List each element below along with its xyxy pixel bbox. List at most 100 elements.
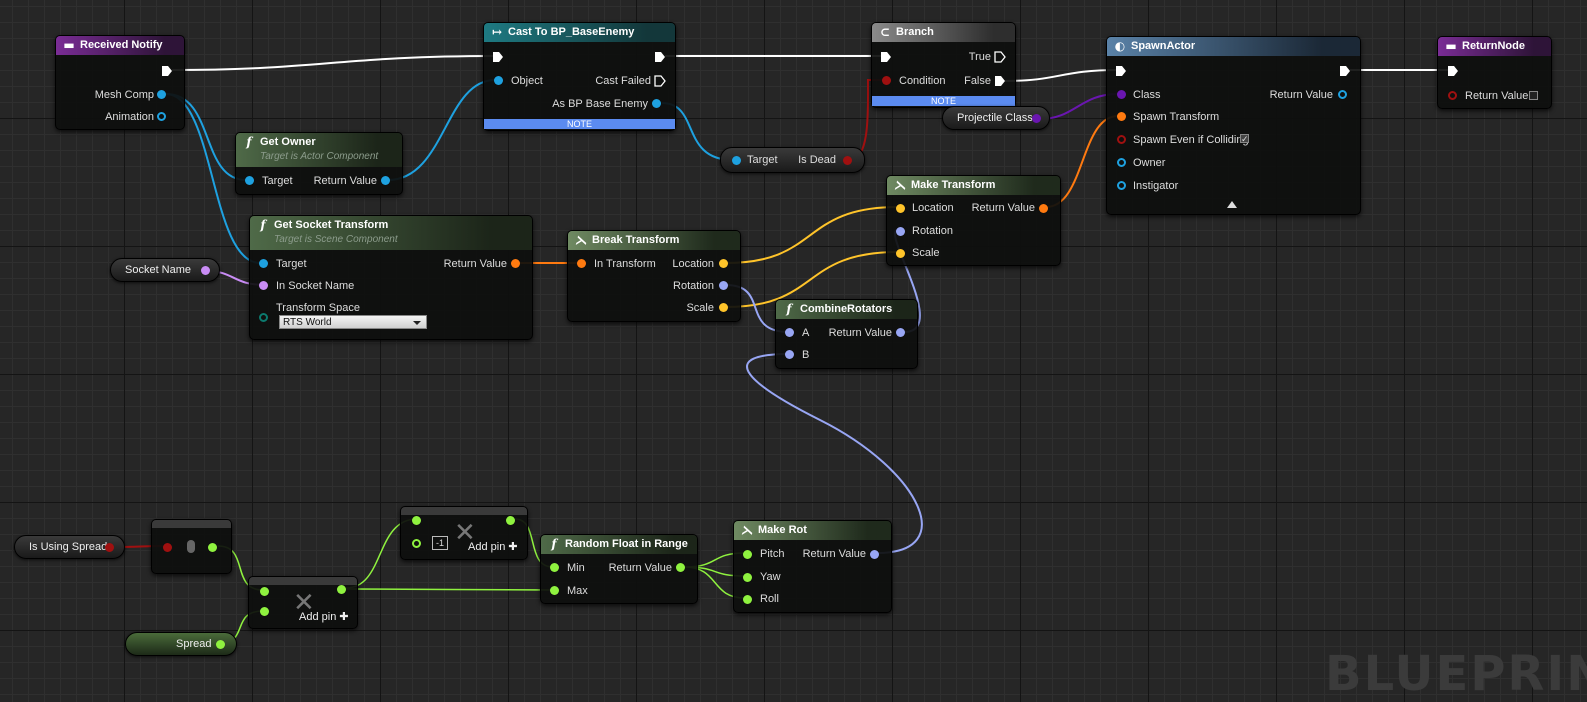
float-pin[interactable] [260, 587, 269, 596]
node-return[interactable]: ▬ReturnNode Return Value [1437, 36, 1552, 109]
wire-exec [171, 55, 496, 71]
node-note[interactable]: NOTE [484, 119, 675, 129]
class-pin[interactable] [1117, 90, 1126, 99]
float-pin[interactable] [337, 585, 346, 594]
vector-pin[interactable] [896, 249, 905, 258]
node-note[interactable]: NOTE [872, 96, 1015, 106]
node-branch[interactable]: ⊂Branch True Condition False NOTE [871, 22, 1016, 108]
exec-in-pin[interactable] [1115, 65, 1127, 77]
bool-pin[interactable] [843, 156, 852, 165]
add-pin-button[interactable]: Add pin ✚ [299, 611, 349, 623]
float-pin[interactable] [676, 563, 685, 572]
node-multiply-top[interactable]: -1 ✕ Add pin ✚ [400, 506, 528, 560]
object-pin[interactable] [732, 156, 741, 165]
branch-icon: ⊂ [879, 25, 891, 39]
return-value-checkbox[interactable] [1529, 91, 1538, 100]
node-break-transform[interactable]: ⋋Break Transform In Transform Location R… [567, 230, 741, 322]
object-pin[interactable] [259, 259, 268, 268]
class-pin[interactable] [1032, 114, 1041, 123]
pin-label: Object [511, 75, 543, 87]
exec-out-pin[interactable] [994, 75, 1006, 87]
rotator-pin[interactable] [896, 328, 905, 337]
float-pin[interactable] [216, 640, 225, 649]
exec-in-pin[interactable] [492, 51, 504, 63]
node-cast-to-enemy[interactable]: ↦Cast To BP_BaseEnemy Object Cast Failed… [483, 22, 676, 131]
float-pin[interactable] [743, 595, 752, 604]
object-pin[interactable] [157, 112, 166, 121]
transform-space-dropdown[interactable]: RTS World [279, 315, 427, 329]
object-pin[interactable] [1338, 90, 1347, 99]
bool-pin[interactable] [1448, 91, 1457, 100]
pin-label: Return Value [1269, 89, 1333, 101]
exec-out-pin[interactable] [994, 51, 1006, 63]
transform-pin[interactable] [511, 259, 520, 268]
bool-pin[interactable] [105, 543, 114, 552]
multiply-value-input[interactable]: -1 [432, 536, 448, 550]
exec-out-pin[interactable] [654, 75, 666, 87]
node-multiply-bottom[interactable]: ✕ Add pin ✚ [248, 576, 358, 629]
float-pin[interactable] [743, 573, 752, 582]
var-projectile-class[interactable]: Projectile Class [942, 106, 1050, 130]
rotator-pin[interactable] [785, 350, 794, 359]
spawn-even-checkbox[interactable]: ✓ [1240, 134, 1249, 144]
bool-pin[interactable] [163, 543, 172, 552]
float-pin[interactable] [260, 607, 269, 616]
float-pin[interactable] [412, 539, 421, 548]
object-pin[interactable] [494, 76, 503, 85]
rotator-pin[interactable] [870, 550, 879, 559]
var-label: Projectile Class [957, 112, 1033, 124]
add-pin-button[interactable]: Add pin ✚ [468, 541, 518, 553]
node-make-rot[interactable]: ⋋Make Rot Pitch Return Value Yaw Roll [733, 520, 892, 613]
rotator-pin[interactable] [896, 227, 905, 236]
node-title: SpawnActor [1131, 40, 1196, 52]
vector-pin[interactable] [719, 303, 728, 312]
node-is-dead[interactable]: Target Is Dead [720, 147, 865, 173]
node-title: Received Notify [80, 39, 163, 51]
exec-out-pin[interactable] [654, 51, 666, 63]
object-pin[interactable] [381, 176, 390, 185]
object-pin[interactable] [1117, 181, 1126, 190]
enum-pin[interactable] [259, 313, 268, 322]
float-pin[interactable] [743, 550, 752, 559]
var-spread[interactable]: Spread [125, 632, 237, 656]
vector-pin[interactable] [896, 204, 905, 213]
object-pin[interactable] [245, 176, 254, 185]
node-spawn-actor[interactable]: ◐SpawnActor Class Return Value Spawn Tra… [1106, 36, 1361, 215]
name-pin[interactable] [201, 266, 210, 275]
transform-pin[interactable] [577, 259, 586, 268]
node-header: ▬ReturnNode [1438, 37, 1551, 56]
var-socket-name[interactable]: Socket Name [110, 258, 220, 282]
node-make-transform[interactable]: ⋋Make Transform Location Return Value Ro… [886, 175, 1061, 266]
object-pin[interactable] [652, 99, 661, 108]
exec-out-pin[interactable] [161, 65, 173, 77]
pin-label: Cast Failed [595, 75, 651, 87]
float-pin[interactable] [506, 516, 515, 525]
transform-pin[interactable] [1117, 112, 1126, 121]
pin-label: Rotation [912, 225, 953, 237]
collapse-arrow-icon[interactable] [1227, 201, 1237, 208]
object-pin[interactable] [1117, 158, 1126, 167]
var-is-using-spread[interactable]: Is Using Spread [14, 535, 125, 559]
name-pin[interactable] [259, 281, 268, 290]
exec-in-pin[interactable] [1447, 65, 1459, 77]
node-select[interactable] [151, 519, 232, 574]
exec-in-pin[interactable] [880, 51, 892, 63]
node-received-notify[interactable]: ▬Received Notify Mesh Comp Animation [55, 35, 185, 130]
float-pin[interactable] [550, 586, 559, 595]
float-pin[interactable] [208, 543, 217, 552]
float-pin[interactable] [412, 516, 421, 525]
vector-pin[interactable] [719, 259, 728, 268]
rotator-pin[interactable] [785, 328, 794, 337]
pin-label: Return Value [608, 562, 672, 574]
bool-pin[interactable] [882, 76, 891, 85]
float-pin[interactable] [550, 563, 559, 572]
bool-pin[interactable] [1117, 135, 1126, 144]
exec-out-pin[interactable] [1339, 65, 1351, 77]
rotator-pin[interactable] [719, 281, 728, 290]
transform-pin[interactable] [1039, 204, 1048, 213]
object-pin[interactable] [157, 90, 166, 99]
